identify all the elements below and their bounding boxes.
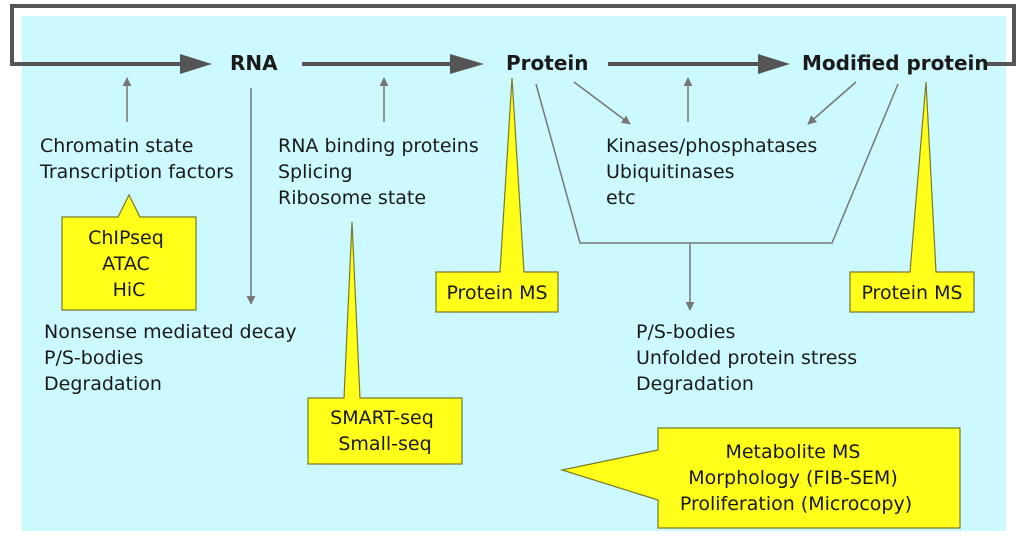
callout-protein-ms-2-text: Protein MS xyxy=(861,282,962,304)
epigenomics-line-1: ChIPseq xyxy=(88,227,164,249)
arrow-modified-to-kinases xyxy=(807,81,857,125)
node-rna: RNA xyxy=(230,51,278,75)
kinase-line-1: Kinases/phosphatases xyxy=(606,135,817,157)
node-protein: Protein xyxy=(506,51,588,75)
kinase-regulators: Kinases/phosphatases Ubiquitinases etc xyxy=(606,135,823,209)
arrowhead-to-protein xyxy=(450,54,484,74)
node-modified-protein: Modified protein xyxy=(802,51,989,75)
chromatin-line-1: Chromatin state xyxy=(40,135,193,157)
rna-binding-line-1: RNA binding proteins xyxy=(278,135,479,157)
phenotype-line-2: Morphology (FIB-SEM) xyxy=(688,467,898,489)
rna-binding-line-2: Splicing xyxy=(278,161,353,183)
callout-protein-ms-2 xyxy=(849,81,975,313)
epigenomics-line-2: ATAC xyxy=(102,253,150,275)
transcriptomics-line-1: SMART-seq xyxy=(330,407,434,429)
feedback-loop-line xyxy=(10,4,1016,66)
callout-phenotype xyxy=(559,427,961,529)
kinase-line-2: Ubiquitinases xyxy=(606,161,735,183)
callout-protein-ms-1 xyxy=(435,77,559,313)
chromatin-line-2: Transcription factors xyxy=(39,161,234,183)
arrow-protein-to-kinases xyxy=(573,81,631,125)
rna-binding-regulators: RNA binding proteins Splicing Ribosome s… xyxy=(278,135,485,209)
callout-transcriptomics xyxy=(307,221,463,465)
phenotype-line-1: Metabolite MS xyxy=(725,441,860,463)
rna-fate-line-2: P/S-bodies xyxy=(44,347,143,369)
callout-epigenomics xyxy=(61,193,197,311)
protein-decay-funnel xyxy=(535,83,899,244)
protein-fate-line-1: P/S-bodies xyxy=(636,321,735,343)
arrowhead-to-modified xyxy=(758,54,790,74)
transcriptomics-line-2: Small-seq xyxy=(338,433,431,455)
kinase-line-3: etc xyxy=(606,187,636,209)
rna-binding-line-3: Ribosome state xyxy=(278,187,426,209)
callout-protein-ms-1-text: Protein MS xyxy=(446,282,547,304)
protein-fate-line-2: Unfolded protein stress xyxy=(636,347,857,369)
callout-phenotype-text: Metabolite MS Morphology (FIB-SEM) Proli… xyxy=(680,441,912,515)
protein-fate-line-3: Degradation xyxy=(636,373,754,395)
callout-transcriptomics-text: SMART-seq Small-seq xyxy=(330,407,440,455)
callout-epigenomics-text: ChIPseq ATAC HiC xyxy=(88,227,170,301)
phenotype-line-3: Proliferation (Microcopy) xyxy=(680,493,912,515)
rna-fate-line-3: Degradation xyxy=(44,373,162,395)
rna-fate-line-1: Nonsense mediated decay xyxy=(44,321,297,343)
protein-fates: P/S-bodies Unfolded protein stress Degra… xyxy=(636,321,863,395)
rna-fates: Nonsense mediated decay P/S-bodies Degra… xyxy=(44,321,303,395)
epigenomics-line-3: HiC xyxy=(113,279,146,301)
arrowhead-to-rna xyxy=(180,54,212,74)
chromatin-regulators: Chromatin state Transcription factors xyxy=(39,135,234,183)
